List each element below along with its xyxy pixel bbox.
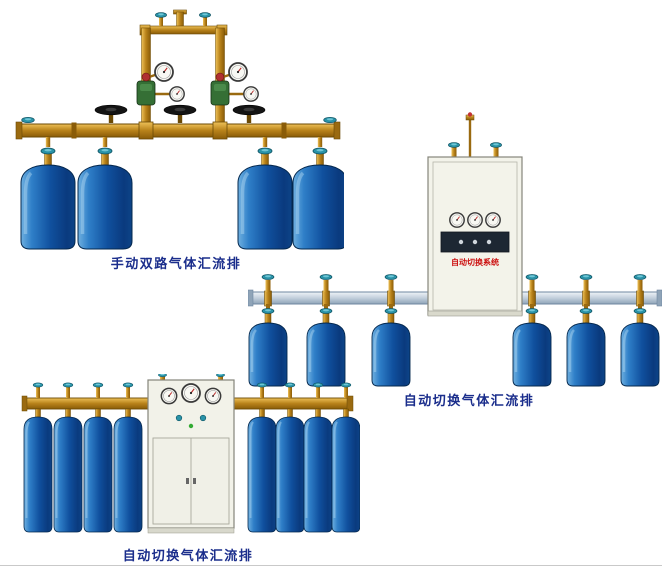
- gas-cylinder: [53, 408, 83, 533]
- page-bottom-divider: [0, 565, 662, 566]
- pressure-regulator-right: [210, 62, 259, 106]
- top-tee-assembly: [139, 9, 228, 36]
- cabinet-top-valves: [447, 142, 503, 157]
- gas-cylinder: [513, 308, 551, 386]
- product-auto-switch-manifold-bottom: 自动切换气体汇流排: [16, 374, 360, 564]
- gas-cylinder: [21, 148, 75, 249]
- product-caption: 自动切换气体汇流排: [403, 393, 535, 408]
- product-caption: 手动双路气体汇流排: [110, 256, 242, 271]
- bar-top-valves: [261, 274, 647, 292]
- gas-cylinder: [372, 308, 410, 386]
- cabinet-gauge: [181, 383, 201, 403]
- indicator-dot: [486, 239, 492, 245]
- pressure-gauge: [154, 62, 174, 82]
- shutoff-handwheel: [94, 104, 128, 124]
- cabinet-gauge: [204, 387, 222, 405]
- pressure-gauge: [169, 86, 185, 102]
- cabinet-gauge: [467, 212, 483, 228]
- indicator-dot: [458, 239, 464, 245]
- gas-cylinder: [83, 408, 113, 533]
- control-knob: [175, 414, 183, 422]
- cylinder-drop-pipes: [45, 137, 323, 147]
- pressure-gauge: [243, 86, 259, 102]
- control-cabinet: [147, 374, 235, 534]
- product-manual-dual-manifold: 手动双路气体汇流排: [8, 6, 344, 272]
- station-valves: [32, 382, 352, 398]
- relief-valve: [467, 112, 473, 117]
- pigtail-pipes: [266, 304, 642, 310]
- product-caption: 自动切换气体汇流排: [122, 548, 254, 563]
- gas-cylinder: [303, 408, 333, 533]
- gas-cylinder: [113, 408, 143, 533]
- gas-cylinder: [78, 148, 132, 249]
- shutoff-handwheel: [163, 104, 197, 124]
- header-pipe: [15, 116, 341, 140]
- product-auto-switch-manifold-right: 自动切换系统 自动切换气体汇流排: [248, 112, 662, 409]
- auto-manifold-illustration: 自动切换系统: [248, 112, 662, 390]
- sensing-pipe: [465, 112, 475, 157]
- pressure-regulator-left: [136, 62, 185, 106]
- auto-manifold-illustration-2: [21, 374, 360, 534]
- manual-manifold-illustration: [15, 9, 344, 250]
- door-handle: [186, 478, 189, 484]
- gas-cylinder: [23, 408, 53, 533]
- cabinet-gauge: [449, 212, 465, 228]
- indicator-dot: [472, 239, 478, 245]
- cabinet-gauge: [485, 212, 501, 228]
- inlet-valve-knob: [198, 12, 212, 18]
- cabinet-gauge: [160, 387, 178, 405]
- gas-cylinder: [275, 408, 305, 533]
- gas-cylinder: [621, 308, 659, 386]
- door-handle: [193, 478, 196, 484]
- control-knob: [199, 414, 207, 422]
- power-indicator: [188, 423, 194, 429]
- gas-cylinder: [567, 308, 605, 386]
- gas-cylinder: [247, 408, 277, 533]
- gas-cylinder: [331, 408, 360, 533]
- cabinet-label: 自动切换系统: [451, 257, 499, 267]
- inlet-valve-knob: [154, 12, 168, 18]
- header-end-valve-knob: [21, 116, 35, 124]
- control-cabinet: 自动切换系统: [427, 156, 523, 317]
- pressure-gauge: [228, 62, 248, 82]
